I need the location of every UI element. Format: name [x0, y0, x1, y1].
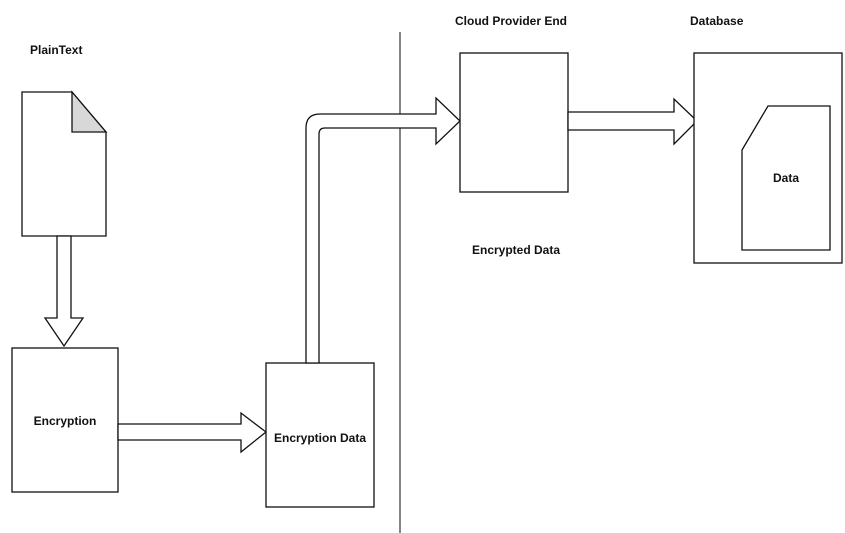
encryption-box: [11, 347, 119, 493]
encryption-data-label: Encryption Data: [274, 431, 366, 445]
cloud-provider-end-label: Cloud Provider End: [455, 14, 567, 28]
encryption-data-box: [265, 362, 375, 508]
plaintext-document-icon: [21, 90, 108, 237]
plaintext-to-encryption-arrow: [43, 235, 85, 348]
database-label: Database: [690, 14, 744, 28]
encrypted-data-label: Encrypted Data: [472, 243, 560, 257]
cloud-provider-box: [459, 52, 569, 193]
encryption-label: Encryption: [34, 414, 97, 428]
encryption-to-encryption-data-arrow: [117, 411, 268, 454]
data-card-icon: [741, 105, 831, 251]
cloud-to-database-arrow: [567, 97, 698, 146]
encryption-data-to-cloud-arrow: [305, 96, 461, 364]
data-label: Data: [773, 171, 799, 185]
plaintext-label: PlainText: [30, 43, 82, 57]
